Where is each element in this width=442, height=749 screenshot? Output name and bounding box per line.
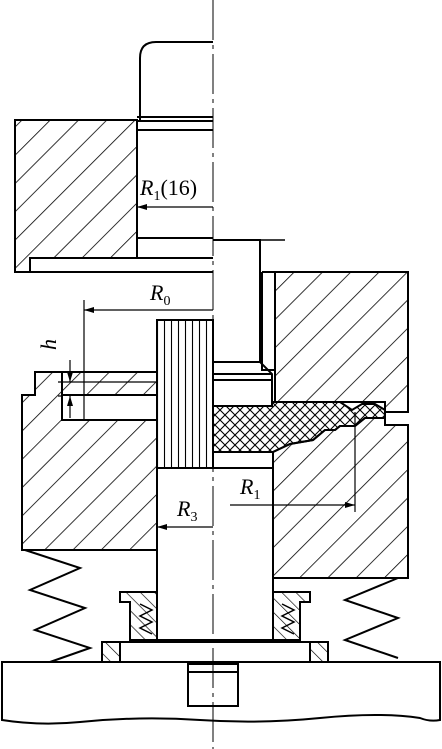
bottom-plate <box>1 661 441 725</box>
left-spring <box>24 549 94 663</box>
upper-plate <box>30 257 213 273</box>
base-collar <box>119 641 311 663</box>
base-flange <box>101 641 329 663</box>
left-small-spring <box>138 603 154 635</box>
right-upper-block <box>274 271 409 413</box>
ejector-pin <box>156 452 274 641</box>
label-h: h <box>36 339 61 350</box>
right-lower-block <box>272 417 409 579</box>
label-r1-16: R1(16) <box>139 175 197 204</box>
sleeve-insert <box>156 319 214 469</box>
central-punch <box>213 239 273 402</box>
upper-holder-block <box>14 119 138 273</box>
label-r1: R1 <box>239 474 260 503</box>
left-lower-block <box>21 371 158 551</box>
right-small-spring <box>280 603 296 635</box>
label-r3: R3 <box>176 496 197 525</box>
right-upper-step <box>261 271 275 371</box>
punch-head <box>139 41 213 120</box>
right-spring <box>342 577 401 659</box>
label-r0: R0 <box>149 280 170 309</box>
